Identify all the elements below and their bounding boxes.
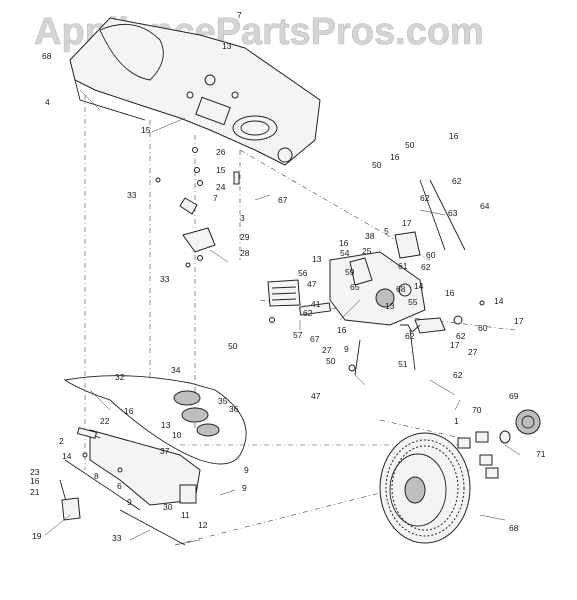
callout-17b: 17: [514, 316, 524, 326]
callout-43: 47: [311, 391, 321, 401]
callout-4: 4: [45, 97, 50, 107]
callout-15b: 15: [216, 165, 226, 175]
callout-16c: 16: [339, 238, 349, 248]
callout-41: 41: [311, 299, 321, 309]
callout-30: 30: [163, 502, 173, 512]
callout-19: 19: [32, 531, 42, 541]
callout-54b: 60: [478, 323, 488, 333]
callout-60b: 62: [453, 370, 463, 380]
callout-68: 68: [42, 51, 52, 61]
callout-28: 28: [240, 248, 250, 258]
callout-17a: 17: [402, 218, 412, 228]
callout-9d: 9: [127, 497, 132, 507]
callout-27a: 27: [468, 347, 478, 357]
callout-7a: 7: [237, 10, 242, 20]
callout-16b: 16: [390, 152, 400, 162]
callout-7b: 7: [213, 193, 218, 203]
callout-45b: 50: [372, 160, 382, 170]
callout-62: 64: [480, 201, 490, 211]
callout-38: 38: [365, 231, 375, 241]
callout-1: 1: [454, 416, 459, 426]
callout-55b: 62: [420, 193, 430, 203]
callout-16e: 16: [337, 325, 347, 335]
callout-59b: 62: [456, 331, 466, 341]
callout-9c: 9: [242, 483, 247, 493]
drive-assembly: [59, 375, 247, 546]
callout-59a: 62: [421, 262, 431, 272]
callout-61: 63: [448, 208, 458, 218]
center-hardware: [155, 147, 240, 268]
callout-49: 51: [398, 359, 408, 369]
callout-21: 21: [30, 487, 40, 497]
callout-13b: 13: [312, 254, 322, 264]
callout-34: 34: [171, 365, 181, 375]
callout-8: 8: [94, 471, 99, 481]
callout-46: 54: [340, 248, 350, 258]
callout-12: 12: [198, 520, 208, 530]
callout-29: 29: [240, 232, 250, 242]
callout-50: 56: [298, 268, 308, 278]
callout-16d: 16: [445, 288, 455, 298]
callout-64: 67: [278, 195, 288, 205]
callout-3: 3: [240, 213, 245, 223]
callout-18: 14: [494, 296, 504, 306]
callout-13c: 13: [385, 301, 395, 311]
callout-44b: 50: [326, 356, 336, 366]
callout-33b: 33: [160, 274, 170, 284]
callout-9b: 9: [244, 465, 249, 475]
callout-26: 26: [216, 147, 226, 157]
callout-63: 65: [350, 282, 360, 292]
callout-2: 2: [59, 436, 64, 446]
callout-14a: 14: [414, 281, 424, 291]
callout-16f: 16: [124, 406, 134, 416]
callout-33a: 33: [127, 190, 137, 200]
leader-lines: [44, 89, 521, 546]
callout-55a: 62: [452, 176, 462, 186]
frame-assembly: [69, 17, 321, 166]
callout-14b: 14: [62, 451, 72, 461]
callout-15a: 15: [141, 125, 151, 135]
callout-57: 62: [405, 331, 415, 341]
callout-60a: 62: [303, 308, 313, 318]
callout-54a: 60: [426, 250, 436, 260]
control-linkage: [267, 179, 485, 376]
callout-42: 47: [307, 279, 317, 289]
callout-labels: 7 13 68 4 15 26 15 24 7 33 67 3 29 28 33…: [30, 10, 546, 543]
callout-32: 33: [112, 533, 122, 543]
callout-6: 6: [117, 481, 122, 491]
callout-25: 25: [362, 246, 372, 256]
callout-27b: 27: [322, 345, 332, 355]
callout-9a: 9: [344, 344, 349, 354]
callout-17c: 17: [450, 340, 460, 350]
callout-47: 55: [408, 297, 418, 307]
callout-24: 23: [30, 467, 40, 477]
callout-10: 10: [172, 430, 182, 440]
callout-11: 11: [181, 510, 190, 520]
callout-44a: 50: [228, 341, 238, 351]
callout-22: 22: [100, 416, 110, 426]
callout-13a: 13: [222, 41, 232, 51]
callout-13d: 13: [161, 420, 171, 430]
callout-67: 67: [310, 334, 320, 344]
callout-70: 69: [509, 391, 519, 401]
callout-72: 71: [536, 449, 546, 459]
rear-wheel: [379, 409, 541, 544]
callout-23: 24: [216, 182, 226, 192]
callout-16a: 16: [449, 131, 459, 141]
callout-45a: 50: [405, 140, 415, 150]
callout-65: 68: [396, 284, 406, 294]
callout-5: 5: [384, 226, 389, 236]
callout-37: 37: [160, 446, 170, 456]
callout-71: 70: [472, 405, 482, 415]
callout-51: 57: [293, 330, 303, 340]
callout-36: 36: [229, 404, 239, 414]
callout-52: 59: [345, 267, 355, 277]
callout-56: 61: [398, 261, 408, 271]
callout-69: 68: [509, 523, 519, 533]
callout-35: 35: [218, 396, 228, 406]
callout-16g: 16: [30, 476, 40, 486]
callout-31: 32: [115, 372, 125, 382]
